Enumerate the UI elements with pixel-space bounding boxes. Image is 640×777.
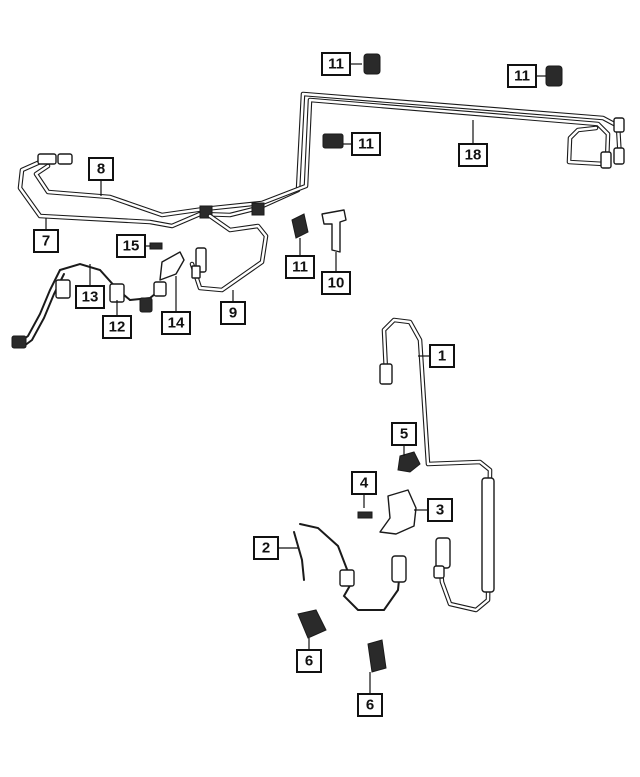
callout-18: 18 <box>458 120 488 167</box>
bracket-part-10 <box>321 209 347 253</box>
brake-hose-front-left <box>11 262 167 349</box>
callout-11-mid: 11 <box>343 132 381 156</box>
wheel-speed-sensor-part-6-right <box>367 639 387 673</box>
callout-12: 12 <box>102 300 132 339</box>
wheel-speed-sensor-part-6-left <box>297 609 327 639</box>
callout-4-label: 4 <box>360 475 369 492</box>
callout-15: 15 <box>116 234 150 258</box>
callout-12-label: 12 <box>109 319 126 336</box>
callout-3-label: 3 <box>436 502 444 519</box>
callout-5: 5 <box>391 422 417 456</box>
callout-2-label: 2 <box>262 540 270 557</box>
callout-13: 13 <box>75 264 105 309</box>
callout-5-label: 5 <box>400 426 408 443</box>
hose-bracket-part-14 <box>159 251 185 281</box>
callout-10-label: 10 <box>328 275 345 292</box>
callout-8-label: 8 <box>97 161 105 178</box>
clip-part-11-mid <box>322 133 344 149</box>
clip-part-11-right <box>545 65 563 87</box>
callout-11-right: 11 <box>507 64 546 88</box>
callout-6-left: 6 <box>296 638 322 673</box>
clip-part-5 <box>397 451 421 473</box>
callout-18-label: 18 <box>465 147 482 164</box>
brake-hose-front-right <box>293 523 407 611</box>
callout-3: 3 <box>414 498 453 522</box>
callout-9-label: 9 <box>229 305 237 322</box>
callout-11-low-label: 11 <box>292 259 308 276</box>
callout-10: 10 <box>321 252 351 295</box>
callout-4: 4 <box>351 471 377 508</box>
callout-11-low: 11 <box>285 238 315 279</box>
callout-14: 14 <box>161 276 191 335</box>
callout-11-right-label: 11 <box>514 68 530 85</box>
callout-15-label: 15 <box>123 238 140 255</box>
bolt-part-4 <box>357 511 373 519</box>
callout-11-top-label: 11 <box>328 56 344 73</box>
brake-tube-rear-assembly <box>17 91 625 293</box>
callout-2: 2 <box>253 536 298 560</box>
callout-8: 8 <box>88 157 114 196</box>
callout-14-label: 14 <box>168 315 185 332</box>
bracket-part-3 <box>379 489 417 535</box>
clip-part-11-low <box>291 213 309 239</box>
callout-7-label: 7 <box>42 233 50 250</box>
clip-part-11-top <box>363 53 381 75</box>
callout-7: 7 <box>33 218 59 253</box>
brake-tube-part-1 <box>379 317 495 613</box>
callout-13-label: 13 <box>82 289 99 306</box>
callout-1: 1 <box>418 344 455 368</box>
callout-6-right: 6 <box>357 672 383 717</box>
callout-9: 9 <box>220 290 246 325</box>
callout-1-label: 1 <box>438 348 446 365</box>
callout-11-top: 11 <box>321 52 362 76</box>
callout-11-mid-label: 11 <box>358 136 374 153</box>
bolt-part-15 <box>149 242 163 250</box>
callout-6-right-label: 6 <box>366 697 374 714</box>
callout-6-left-label: 6 <box>305 653 313 670</box>
